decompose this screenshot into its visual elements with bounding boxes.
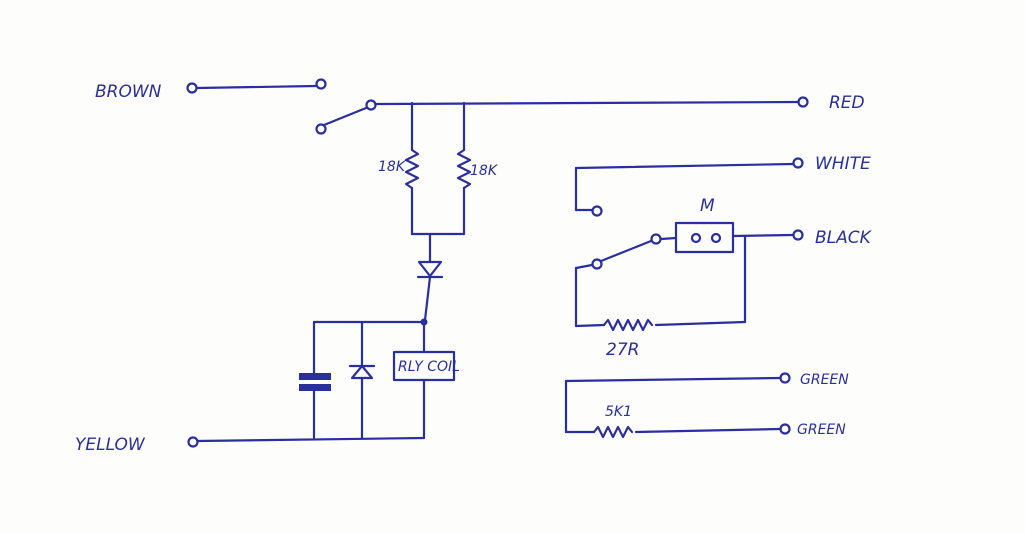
green-circuit [564, 372, 791, 439]
label-green-1: GREEN [800, 372, 849, 388]
resistor-5k1-label: 5K1 [605, 404, 632, 420]
label-green-2: GREEN [797, 422, 846, 438]
motor-label: M [700, 196, 715, 216]
resistor-27r-label: 27R [606, 340, 639, 360]
motor-switch [591, 233, 678, 270]
resistor-27r-loop [574, 263, 747, 332]
white-wire [574, 157, 804, 217]
resistor-18k-right-label: 18K [470, 163, 499, 179]
coil-network [299, 320, 456, 440]
resistor-18k-pair [404, 101, 472, 264]
changeover-switch [315, 99, 377, 135]
series-diode [416, 260, 444, 326]
label-brown: BROWN [95, 82, 162, 102]
brown-terminal [186, 78, 327, 94]
label-yellow: YELLOW [75, 435, 146, 455]
yellow-wire [187, 436, 426, 448]
resistor-18k-left-label: 18K [378, 159, 407, 175]
red-wire [374, 96, 809, 108]
motor [674, 221, 804, 324]
label-black: BLACK [815, 228, 873, 248]
relay-coil-label: RLY COIL [398, 359, 460, 375]
label-red: RED [829, 93, 865, 113]
label-white: WHITE [815, 154, 871, 174]
